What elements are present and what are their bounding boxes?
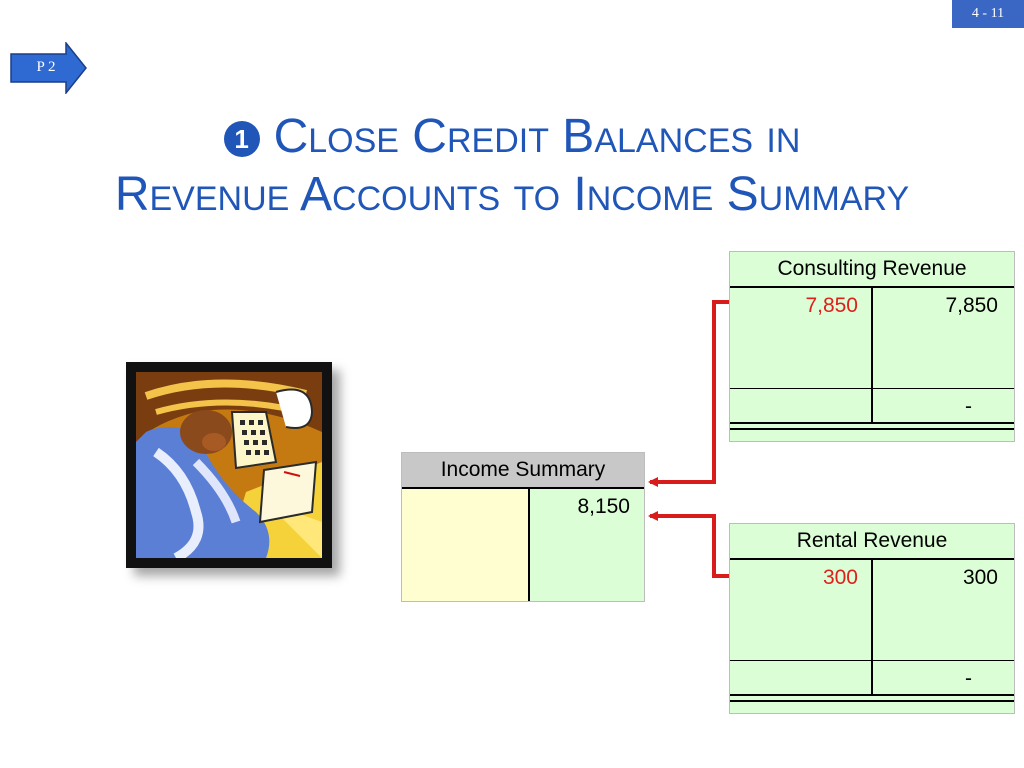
t-account-income-summary: Income Summary 8,150 xyxy=(401,452,645,602)
account-name: Consulting Revenue xyxy=(777,257,967,280)
clipart-person-calculator-icon xyxy=(136,372,322,558)
credit-balance-amount: 300 xyxy=(962,566,998,589)
page-title-line-1: 1 Close Credit Balances in xyxy=(0,108,1024,166)
ending-balance-amount: - xyxy=(965,667,972,690)
title-text-1: Close Credit Balances in xyxy=(273,110,801,163)
credit-balance-amount: 7,850 xyxy=(945,294,998,317)
clipart-frame xyxy=(126,362,332,568)
ending-balance-amount: - xyxy=(965,395,972,418)
t-account-rental-revenue: Rental Revenue 300 300 - xyxy=(729,523,1015,714)
account-name: Rental Revenue xyxy=(796,529,948,552)
closing-entry-amount: 7,850 xyxy=(805,294,858,317)
account-name: Income Summary xyxy=(440,458,606,481)
t-account-consulting-revenue: Consulting Revenue 7,850 7,850 - xyxy=(729,251,1015,442)
numbered-bullet-icon: 1 xyxy=(223,121,260,157)
objective-tag: P 2 xyxy=(10,42,88,94)
right-arrow-tag-icon xyxy=(10,42,87,94)
slide-number: 4 - 11 xyxy=(952,0,1024,28)
credit-amount: 8,150 xyxy=(577,495,630,518)
objective-tag-label: P 2 xyxy=(36,59,56,75)
closing-entry-amount: 300 xyxy=(822,566,858,589)
page-title-line-2: Revenue Accounts to Income Summary xyxy=(114,168,910,221)
